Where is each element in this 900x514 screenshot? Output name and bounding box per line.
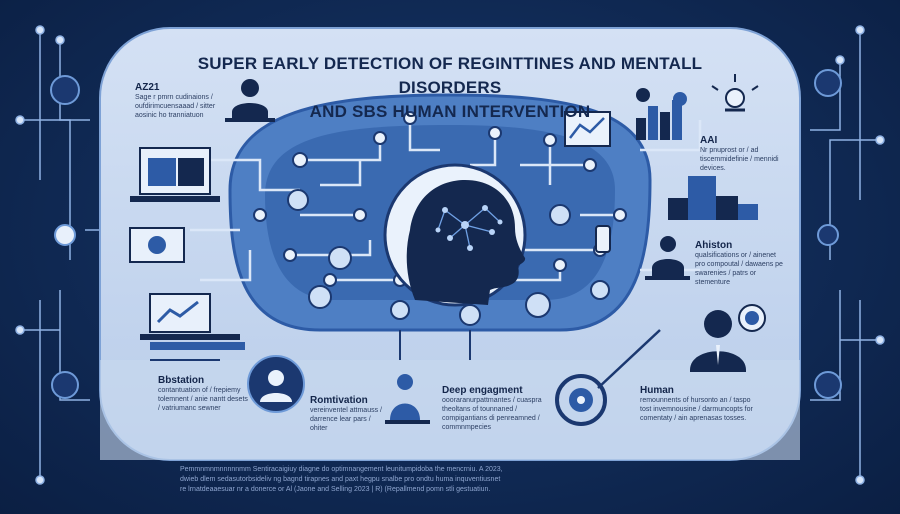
bottom-band bbox=[100, 360, 800, 460]
panel-label: Human bbox=[640, 385, 674, 396]
building-icon bbox=[668, 176, 758, 220]
panel-text: contantuation of / frepiemy tolemnent / … bbox=[158, 387, 248, 412]
monitor-icon bbox=[129, 147, 245, 350]
lightbulb-icon bbox=[711, 74, 759, 112]
side-circuits-left bbox=[20, 30, 115, 480]
panel-label: AZ21 bbox=[135, 82, 160, 93]
panel-label: Bbstation bbox=[158, 375, 205, 386]
side-icon-circles bbox=[50, 69, 842, 399]
panel-text: remounnents of hursonto an / taspo tost … bbox=[640, 397, 753, 422]
lower-connectors bbox=[150, 330, 471, 361]
ring-nodes bbox=[253, 111, 627, 287]
target-icon bbox=[555, 329, 661, 426]
panel-text: Nr pnuprost or / ad tiscemmidefinie / me… bbox=[700, 147, 779, 172]
panel-right-top: AAI Nr pnuprost or / ad tiscemmidefinie … bbox=[700, 135, 790, 173]
panel-label: Ahiston bbox=[695, 240, 733, 251]
footer-line-3: re lrnatdeaaesuar nr a donerce or Al (Ja… bbox=[180, 486, 491, 493]
ring-circuits bbox=[190, 120, 702, 282]
person-icon bbox=[247, 355, 305, 413]
panel-label: Deep engagment bbox=[442, 385, 523, 396]
panel-right-mid: Ahiston qualsifications or / ainenet pro… bbox=[695, 240, 787, 287]
diagram-title: SUPER EARLY DETECTION OF REGINTTINES AND… bbox=[150, 52, 750, 124]
panel-text: oooraranurpattmantes / cuaspra theoltans… bbox=[442, 397, 542, 431]
footer-notes: Pemmnmnmnnnnnmm Sentiracaigiuy diagne do… bbox=[180, 465, 740, 495]
panel-text: qualsifications or / ainenet pro compout… bbox=[695, 252, 783, 286]
panel-text: Sage r pmrn cudinaions / oufdirimcuensaa… bbox=[135, 94, 216, 119]
panel-label: AAI bbox=[700, 135, 718, 146]
panel-label: Romtivation bbox=[310, 395, 368, 406]
panel-bottom-3: Deep engagment oooraranurpattmantes / cu… bbox=[442, 385, 552, 432]
title-line-1: SUPER EARLY DETECTION OF REGINTTINES AND… bbox=[197, 54, 703, 97]
phone-icon bbox=[595, 225, 611, 253]
person-icon bbox=[645, 236, 690, 280]
person-icon bbox=[690, 310, 746, 372]
panel-bottom-4: Human remounnents of hursonto an / taspo… bbox=[640, 385, 755, 423]
panel-bottom-1: Bbstation contantuation of / frepiemy to… bbox=[158, 375, 248, 413]
side-circuits-right bbox=[810, 30, 880, 480]
title-line-2: AND SBS HUMAN INTERVENTION bbox=[309, 102, 591, 121]
chat-bubble-icon bbox=[738, 304, 766, 332]
footer-line-2: dwieb dlem sedasutorbsideliv ng bagnd ti… bbox=[180, 476, 501, 483]
brain-network-icon bbox=[383, 163, 527, 307]
ring-icon-nodes bbox=[287, 189, 610, 326]
chart-icon bbox=[564, 88, 687, 147]
panel-left-top: AZ21 Sage r pmrn cudinaions / oufdirimcu… bbox=[135, 82, 230, 120]
side-nodes bbox=[15, 25, 885, 485]
panel-text: vereinventel attmauss / darrence lear pa… bbox=[310, 407, 382, 432]
footer-line-1: Pemmnmnmnnnnnmm Sentiracaigiuy diagne do… bbox=[180, 466, 503, 473]
person-icon bbox=[385, 374, 430, 424]
panel-bottom-2: Romtivation vereinventel attmauss / darr… bbox=[310, 395, 390, 433]
person-icon bbox=[225, 79, 275, 122]
